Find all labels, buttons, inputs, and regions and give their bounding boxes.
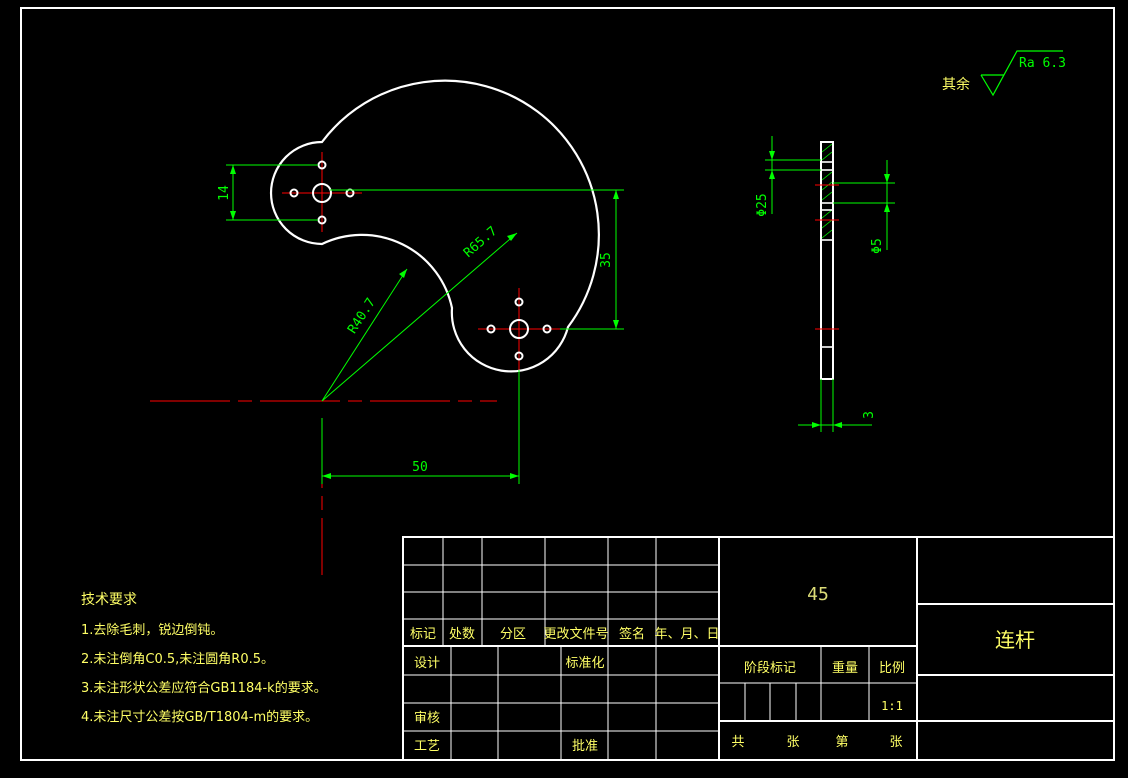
- label-process: 工艺: [414, 739, 440, 754]
- dim-14: 14: [217, 185, 232, 201]
- part-outline: [269, 79, 600, 373]
- dim-r657: R65.7: [461, 224, 500, 261]
- label-sheets-total: 共: [731, 735, 744, 750]
- roughness-prefix: 其余: [942, 76, 970, 93]
- label-stage-mark: 阶段标记: [744, 661, 796, 676]
- holes: [289, 160, 552, 361]
- dim-35: 35: [599, 252, 614, 268]
- dimension-arrows: [230, 165, 619, 479]
- front-view: 14 35 50 R65.7 R40.7: [150, 79, 624, 575]
- revision-header-mark: 标记: [410, 627, 436, 642]
- dim-50: 50: [412, 460, 428, 475]
- revision-header-zone: 分区: [500, 627, 526, 642]
- revision-header-count: 处数: [449, 627, 475, 642]
- dimension-lines: [226, 164, 624, 484]
- side-view: Φ25 Φ5 3: [755, 136, 895, 432]
- hole-bottom-small-right: [542, 324, 552, 334]
- label-design: 设计: [414, 656, 440, 671]
- label-weight: 重量: [832, 660, 858, 676]
- label-sheets-unit-2: 张: [889, 735, 902, 750]
- hole-top-main: [312, 183, 332, 203]
- roughness-check-icon: [980, 50, 1063, 97]
- dim-phi25: Φ25: [755, 193, 770, 216]
- dim-3: 3: [862, 411, 877, 419]
- revision-header-date: 年、月、日: [654, 627, 719, 642]
- side-hatch: [821, 143, 833, 239]
- roughness-value: Ra 6.3: [1019, 56, 1066, 71]
- revision-header-doc: 更改文件号: [543, 627, 608, 642]
- hole-bottom-small-left: [486, 324, 496, 334]
- sheet-frame: [20, 7, 1115, 761]
- hole-top-small-up: [317, 160, 327, 170]
- tech-requirements: 技术要求 1.去除毛刺，锐边倒钝。 2.未注倒角C0.5,未注圆角R0.5。 3…: [81, 592, 327, 725]
- scale-value: 1:1: [881, 699, 903, 713]
- hole-bottom-main: [509, 319, 529, 339]
- part-name: 连杆: [995, 628, 1035, 652]
- side-dimension-lines: [765, 136, 895, 432]
- dim-phi5: Φ5: [870, 238, 885, 254]
- side-hole-lines: [821, 161, 833, 348]
- label-standardization: 标准化: [565, 656, 604, 671]
- roughness-symbol: 其余 Ra 6.3: [942, 50, 1066, 97]
- material-value: 45: [807, 584, 829, 605]
- hole-top-small-left: [289, 188, 299, 198]
- label-sheet-index: 第: [835, 735, 848, 750]
- title-block: [402, 536, 1115, 761]
- hole-top-small-down: [317, 215, 327, 225]
- title-block-text: 标记 处数 分区 更改文件号 签名 年、月、日 设计 标准化 审核 工艺 批准 …: [410, 584, 1035, 754]
- side-centerlines: [815, 184, 839, 330]
- tech-requirement-3: 3.未注形状公差应符合GB1184-k的要求。: [81, 680, 327, 696]
- label-sheets-unit-1: 张: [786, 735, 799, 750]
- hole-bottom-small-down: [514, 351, 524, 361]
- tech-requirement-1: 1.去除毛刺，锐边倒钝。: [81, 623, 223, 638]
- side-dimension-arrows: [769, 151, 890, 428]
- tech-requirements-title: 技术要求: [81, 592, 137, 608]
- revision-header-sign: 签名: [619, 626, 645, 642]
- label-scale: 比例: [879, 661, 905, 676]
- label-approve: 批准: [572, 739, 598, 754]
- centerlines: [150, 152, 560, 575]
- side-outline: [820, 141, 834, 380]
- tech-requirement-2: 2.未注倒角C0.5,未注圆角R0.5。: [81, 652, 274, 667]
- label-review: 审核: [414, 711, 440, 726]
- dim-r407: R40.7: [345, 296, 379, 337]
- tech-requirement-4: 4.未注尺寸公差按GB/T1804-m的要求。: [81, 709, 318, 725]
- hole-bottom-small-up: [514, 297, 524, 307]
